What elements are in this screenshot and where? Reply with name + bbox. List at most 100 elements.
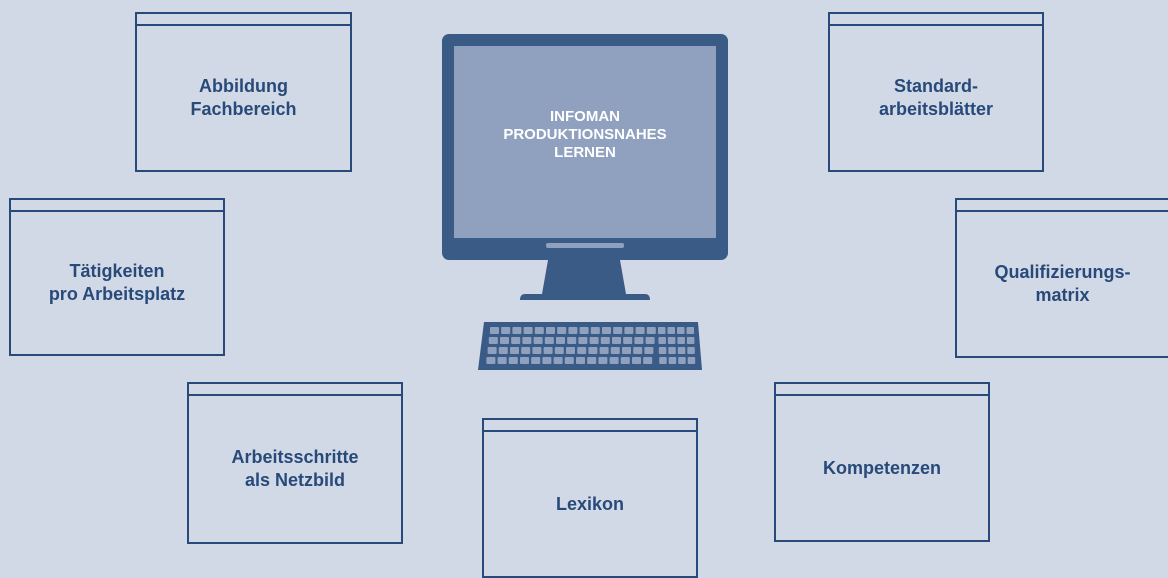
keyboard-key bbox=[643, 357, 653, 364]
keyboard-key bbox=[546, 327, 555, 334]
keyboard-key bbox=[510, 347, 519, 354]
monitor-stand bbox=[542, 260, 626, 294]
keyboard-key bbox=[566, 347, 575, 354]
keyboard-key bbox=[610, 347, 620, 354]
window-arbeitsschritte: Arbeitsschritte als Netzbild bbox=[187, 382, 403, 544]
keyboard-key bbox=[533, 337, 543, 344]
keyboard-key bbox=[598, 357, 608, 364]
computer-monitor-icon bbox=[442, 34, 728, 370]
keyboard-key bbox=[590, 327, 600, 334]
monitor-base bbox=[520, 294, 650, 300]
window-label: Qualifizierungs- matrix bbox=[994, 262, 1131, 305]
window-title-bar bbox=[137, 14, 350, 26]
keyboard-key bbox=[556, 337, 565, 344]
keyboard-key bbox=[557, 327, 567, 334]
window-title-bar bbox=[776, 384, 988, 396]
keyboard-key bbox=[554, 347, 564, 354]
keyboard-key bbox=[567, 337, 577, 344]
keyboard-key bbox=[644, 347, 654, 354]
window-title-bar bbox=[189, 384, 401, 396]
window-label: Kompetenzen bbox=[822, 457, 941, 478]
keyboard-key bbox=[602, 327, 611, 334]
keyboard-key bbox=[490, 327, 499, 334]
keyboard-key bbox=[678, 357, 686, 364]
keyboard-key bbox=[632, 357, 641, 364]
window-title-bar bbox=[957, 200, 1168, 212]
keyboard-key bbox=[501, 327, 511, 334]
keyboard-key bbox=[578, 337, 588, 344]
keyboard-key bbox=[677, 327, 685, 334]
keyboard-key bbox=[622, 347, 631, 354]
keyboard-key bbox=[613, 327, 623, 334]
window-title-bar bbox=[484, 420, 696, 432]
keyboard-key bbox=[668, 357, 677, 364]
keyboard-key bbox=[633, 347, 643, 354]
keyboard-key bbox=[577, 347, 587, 354]
keyboard-key bbox=[677, 347, 686, 354]
keyboard-key bbox=[677, 337, 685, 344]
keyboard-key bbox=[687, 347, 695, 354]
keyboard-key bbox=[544, 337, 554, 344]
keyboard-key bbox=[623, 337, 633, 344]
keyboard-key bbox=[523, 327, 533, 334]
keyboard-key bbox=[587, 357, 597, 364]
window-label: Standard- arbeitsblätter bbox=[878, 76, 994, 119]
window-label: Lexikon bbox=[555, 493, 625, 514]
keyboard-key bbox=[498, 347, 508, 354]
window-title-bar bbox=[11, 200, 223, 212]
window-label: Abbildung Fachbereich bbox=[190, 76, 297, 119]
keyboard-key bbox=[589, 337, 599, 344]
keyboard-key bbox=[646, 327, 656, 334]
keyboard-key bbox=[486, 357, 496, 364]
keyboard-key bbox=[488, 337, 498, 344]
keyboard-key bbox=[543, 347, 553, 354]
keyboard-key bbox=[620, 357, 630, 364]
keyboard-key bbox=[658, 327, 666, 334]
keyboard-key bbox=[686, 327, 694, 334]
monitor-button bbox=[546, 243, 624, 248]
window-taetigkeiten: Tätigkeiten pro Arbeitsplatz bbox=[9, 198, 225, 356]
keyboard-key bbox=[534, 327, 544, 334]
window-kompetenzen: Kompetenzen bbox=[774, 382, 990, 542]
keyboard-key bbox=[542, 357, 552, 364]
keyboard-key bbox=[508, 357, 518, 364]
keyboard-key bbox=[532, 347, 542, 354]
keyboard-key bbox=[667, 327, 675, 334]
keyboard-key bbox=[658, 347, 667, 354]
keyboard-key bbox=[522, 337, 532, 344]
keyboard-key bbox=[487, 347, 497, 354]
keyboard-key bbox=[634, 337, 644, 344]
window-lexikon: Lexikon bbox=[482, 418, 698, 578]
keyboard-key bbox=[520, 357, 529, 364]
keyboard-key bbox=[612, 337, 621, 344]
keyboard-key bbox=[645, 337, 655, 344]
keyboard-key bbox=[686, 337, 695, 344]
keyboard-key bbox=[668, 347, 676, 354]
window-standardarbeitsblaetter: Standard- arbeitsblätter bbox=[828, 12, 1044, 172]
keyboard-key bbox=[624, 327, 634, 334]
window-abbildung-fachbereich: Abbildung Fachbereich bbox=[135, 12, 352, 172]
keyboard-key bbox=[512, 327, 522, 334]
keyboard-key bbox=[553, 357, 563, 364]
keyboard-key bbox=[521, 347, 531, 354]
keyboard-key bbox=[635, 327, 645, 334]
keyboard-key bbox=[568, 327, 578, 334]
monitor-screen bbox=[454, 46, 716, 238]
keyboard-key bbox=[576, 357, 585, 364]
window-label: Tätigkeiten pro Arbeitsplatz bbox=[48, 261, 186, 304]
keyboard-key bbox=[511, 337, 521, 344]
keyboard-key bbox=[531, 357, 541, 364]
window-title-bar bbox=[830, 14, 1042, 26]
keyboard-key bbox=[497, 357, 507, 364]
keyboard-key bbox=[588, 347, 598, 354]
keyboard-key bbox=[658, 337, 666, 344]
keyboard-key bbox=[600, 337, 610, 344]
window-label: Arbeitsschritte als Netzbild bbox=[231, 447, 359, 490]
keyboard-key bbox=[599, 347, 609, 354]
keyboard-key bbox=[500, 337, 509, 344]
keyboard-key bbox=[579, 327, 589, 334]
keyboard-key bbox=[667, 337, 676, 344]
keyboard-key bbox=[687, 357, 696, 364]
keyboard-key bbox=[564, 357, 574, 364]
keyboard-icon bbox=[478, 322, 702, 370]
